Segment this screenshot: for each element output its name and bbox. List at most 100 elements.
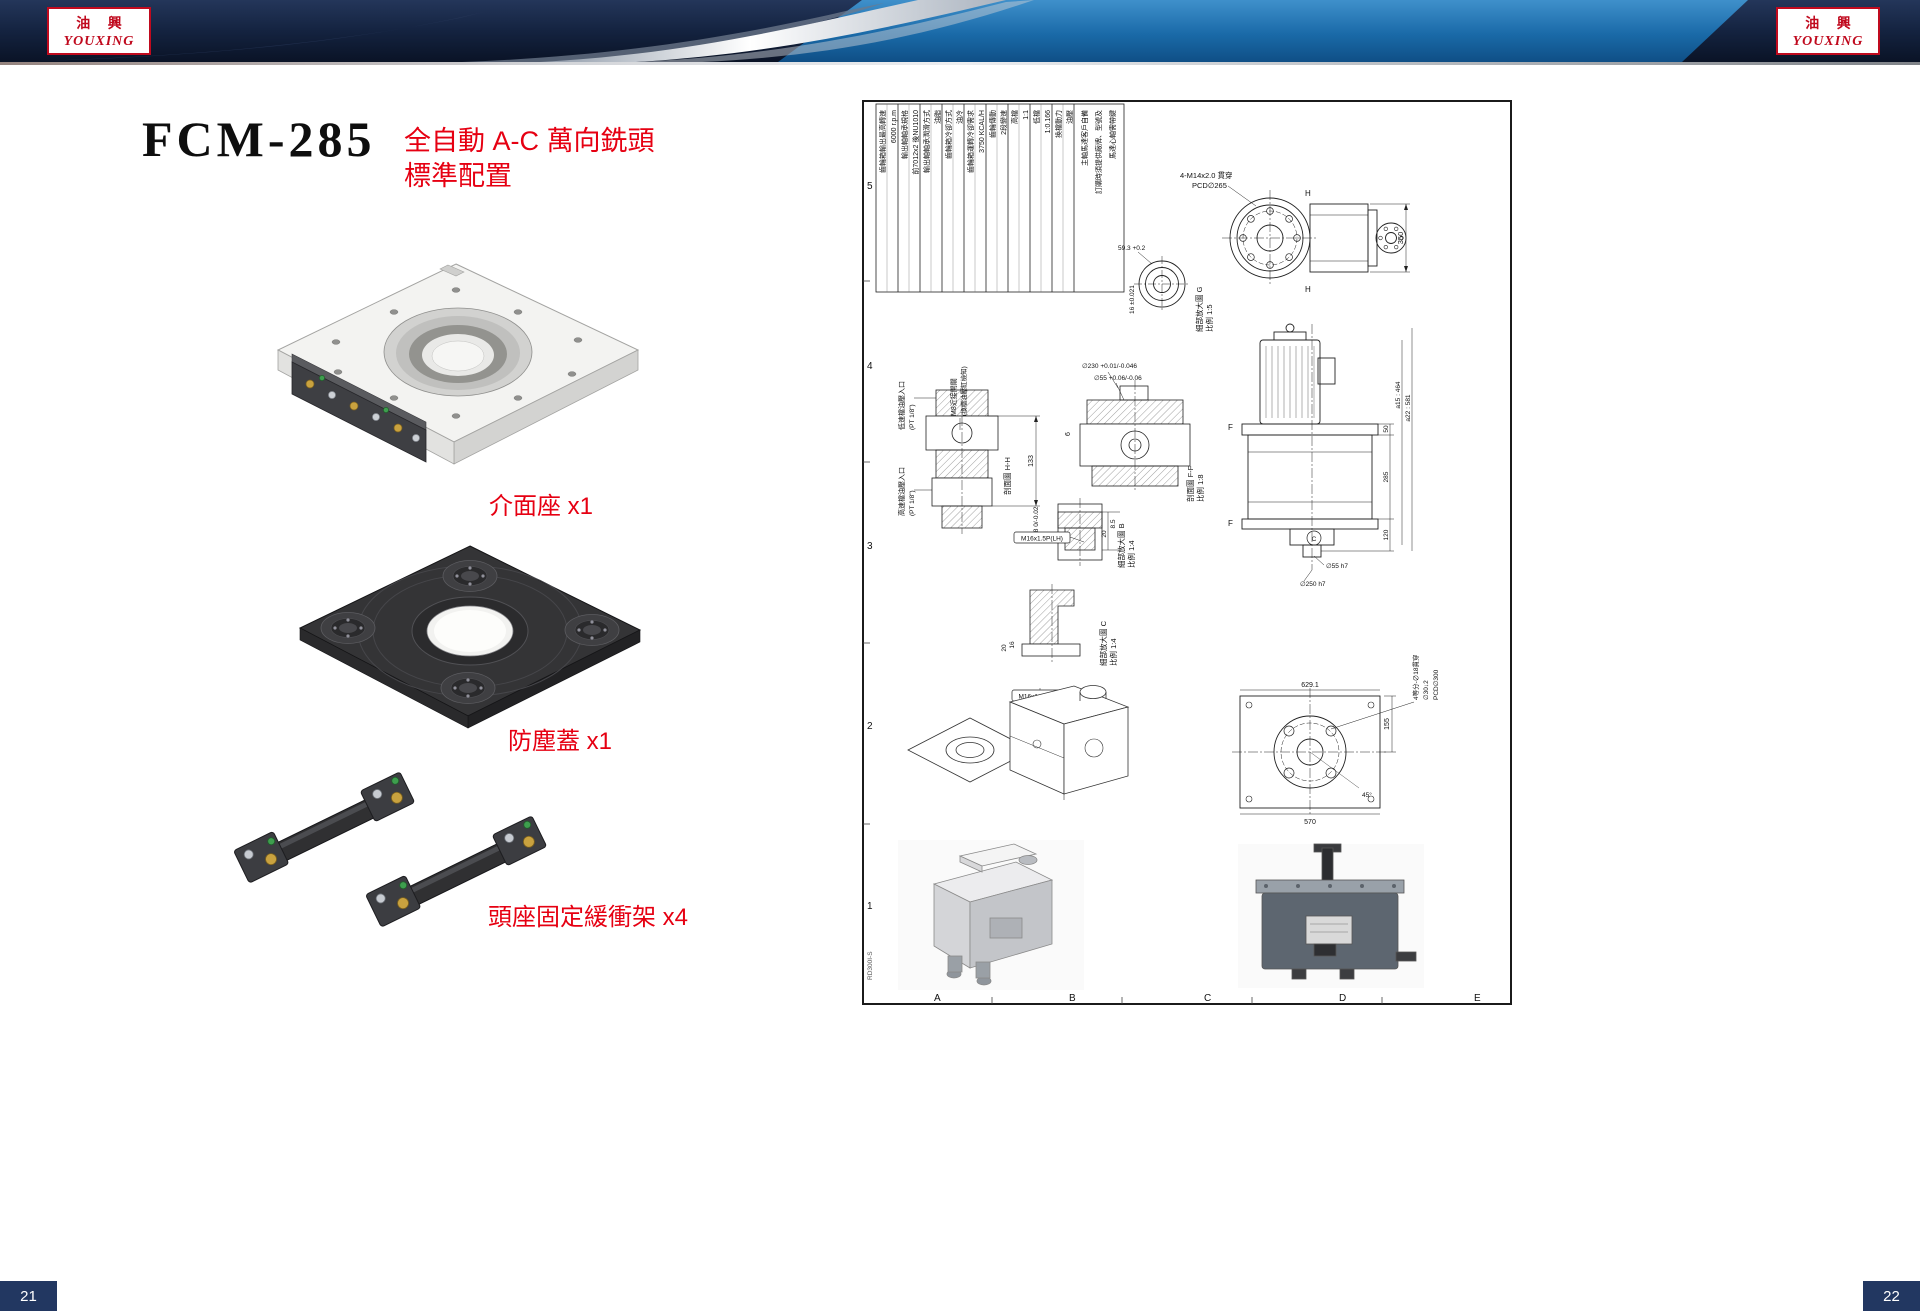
elevation-dim-lines: [1321, 328, 1413, 552]
dim-133: 133: [1028, 455, 1035, 467]
photo-machine-iso: [898, 840, 1084, 990]
dim-a15-464: a15 : 464: [1395, 381, 1402, 408]
sheet-code: RD300I-S: [867, 951, 874, 980]
section-f-mark: F: [1228, 423, 1233, 432]
spec-note-line: 馬達心軸需帶鍵: [1108, 110, 1117, 159]
view-bottom-flange: [1232, 688, 1415, 816]
dim-55-tol: ∅55 +0.06/-0.06: [1094, 375, 1142, 382]
detail-g-dim-16: 16 ±0.021: [1129, 285, 1136, 314]
spec-label: 齒輪傳動: [988, 110, 997, 138]
section-f-mark: F: [1228, 519, 1233, 528]
flange-bolt-note-2: PCD∅265: [1192, 181, 1227, 190]
spec-table-text: 齒輪箱輸出最高轉速 6000 r.p.m 輸出軸軸承規格 前7012x2 後NU…: [878, 110, 1117, 194]
grid-col-c: C: [1204, 993, 1211, 1004]
label-port-thread: (PT 1/8"): [909, 404, 916, 430]
section-hh-title: 剖面圖 H-H: [1002, 457, 1012, 495]
brand-logo-en: YOUXING: [63, 33, 135, 49]
grid-col-e: E: [1474, 993, 1481, 1004]
dim-8-5: 8.5: [1110, 519, 1117, 528]
spec-label: 低檔: [1032, 110, 1041, 124]
section-ff-title: 剖面圖 F-F: [1185, 465, 1195, 502]
grid-row-2: 2: [867, 721, 873, 732]
dim-55h7: ∅55 h7: [1326, 563, 1348, 570]
spec-label: 齒輪箱運轉冷卻需求: [966, 110, 975, 173]
grid-col-a: A: [934, 993, 941, 1004]
dim-133-lines: [988, 415, 1040, 507]
spec-value: 油脂: [933, 110, 942, 124]
section-h-mark: H: [1305, 189, 1311, 198]
thread-lh: M16x1.5P(LH): [1021, 536, 1063, 543]
grid-row-3: 3: [867, 541, 873, 552]
grid-row-4: 4: [867, 361, 873, 372]
dim-16: 16: [1009, 641, 1016, 649]
bolt-note-2: ∅30↓2: [1423, 680, 1430, 700]
view-detail-c: [1021, 584, 1081, 701]
detail-b-scale: 比例 1:4: [1126, 540, 1136, 568]
bolt-note-3: PCD∅300: [1433, 669, 1440, 700]
page-number-left: 21: [0, 1281, 57, 1311]
grid-col-b: B: [1069, 993, 1076, 1004]
dim-155: 155: [1384, 718, 1391, 730]
label-m8-switch-note: (換檔油壓缸檢知): [959, 366, 968, 416]
spec-label: 輸出軸軸承潤滑方式: [922, 110, 931, 173]
dim-20: 20: [1101, 530, 1108, 538]
view-isometric-outline: [907, 685, 1130, 800]
model-subtitle: 全自動 A-C 萬向銑頭 標準配置: [404, 124, 655, 193]
figure-label-buffer-brackets: 頭座固定緩衝架 x4: [488, 904, 689, 931]
dim-18-minus: ∅18 0/-0.02: [1033, 506, 1040, 541]
dim-285: 285: [1383, 471, 1390, 482]
label-low-speed-oil-port: 低速檔油壓入口: [897, 381, 906, 430]
spec-value: 6000 r.p.m: [891, 110, 898, 143]
spec-value: 油壓: [1065, 110, 1074, 124]
top-banner: [0, 0, 1920, 62]
bottom-view-dim-lines: [1240, 689, 1396, 815]
grid-references: [863, 280, 1383, 1004]
figure-dust-cover: [294, 540, 650, 736]
grid-row-5: 5: [867, 181, 873, 192]
figure-buffer-brackets: [230, 746, 580, 936]
section-h-mark: H: [1305, 285, 1311, 294]
dim-629-1: 629.1: [1301, 682, 1319, 689]
spec-value: 前7012x2 後NU1010: [911, 110, 920, 175]
view-section-hh: [914, 384, 999, 534]
dim-350-lines: [1370, 203, 1410, 273]
section-ff-scale: 比例 1:8: [1195, 474, 1205, 502]
subtitle-line-2: 標準配置: [404, 160, 512, 191]
spec-value: 3750 KCAL/H: [979, 110, 986, 153]
technical-drawing-sheet: 5 4 3 2 1 A B C D E 齒輪箱輸出最高轉速 6000 r.p.m…: [862, 100, 1512, 1005]
detail-b-dim-lines: [1102, 511, 1120, 551]
brand-logo-left: 油 興 YOUXING: [47, 7, 151, 55]
spec-value: 油冷: [955, 110, 964, 124]
view-detail-g: [1134, 251, 1190, 312]
spec-label: 齒輪箱冷卻方式: [944, 110, 953, 159]
brand-logo-cn: 油 興: [1805, 16, 1858, 32]
dim-a22-581: a22 : 581: [1405, 394, 1412, 421]
label-port-thread: (PT 1/8"): [909, 490, 916, 516]
view-side-elevation: [1241, 323, 1379, 582]
spec-label: 齒輪箱輸出最高轉速: [878, 110, 887, 173]
spec-note-line: 訂購時須提供廠牌、型號及: [1094, 110, 1103, 194]
figure-interface-plate: [266, 252, 658, 497]
spec-table: [875, 103, 1125, 293]
detail-g-title: 細部放大圖 G: [1194, 286, 1204, 332]
dim-20: 20: [1001, 644, 1008, 652]
brand-logo-cn: 油 興: [76, 16, 129, 32]
detail-g-scale: 比例 1:5: [1204, 304, 1214, 332]
banner-divider: [0, 62, 1920, 65]
photo-machine-front: [1238, 843, 1424, 988]
dim-230: ∅230 +0.01/-0.046: [1082, 363, 1137, 370]
dim-6: 6: [1065, 432, 1072, 436]
model-title: FCM-285: [142, 111, 376, 167]
view-detail-b: [1057, 498, 1103, 566]
spec-value: 1:1: [1023, 110, 1030, 120]
spec-value: 1:0.166: [1045, 110, 1052, 133]
view-section-ff: [1079, 371, 1191, 492]
brand-logo-right: 油 興 YOUXING: [1776, 7, 1880, 55]
detail-c-title: 細部放大圖 C: [1098, 620, 1108, 666]
spec-label: 高檔: [1010, 110, 1019, 124]
thread-callout-box-lh: [1013, 531, 1071, 544]
grid-col-d: D: [1339, 993, 1346, 1004]
spec-value: 2段變速: [999, 110, 1008, 135]
dim-120: 120: [1383, 529, 1390, 540]
banner-graphic: [0, 0, 1920, 62]
